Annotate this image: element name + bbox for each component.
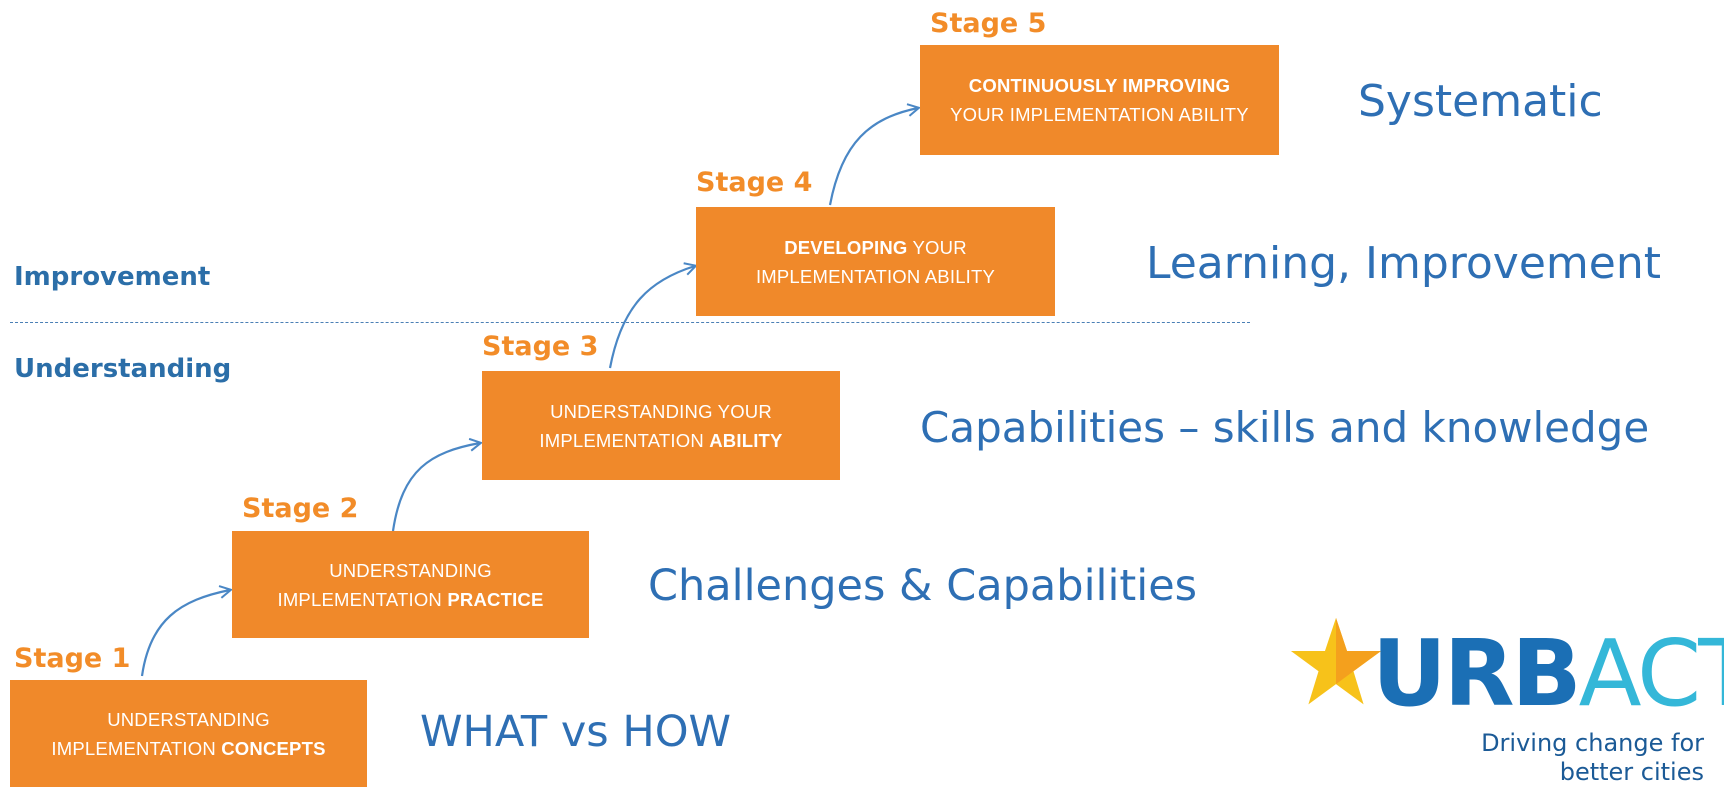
level-label-improvement: Improvement [14, 262, 211, 292]
stage-4-description: Learning, Improvement [1146, 238, 1661, 289]
stage-4-label: Stage 4 [696, 167, 813, 198]
stage-4-line-1-plain: YOUR [907, 236, 967, 258]
stage-1-line-2: IMPLEMENTATION CONCEPTS [51, 734, 325, 763]
stage-2-line-2-bold: PRACTICE [447, 588, 544, 610]
arrow-stage3-to-stage4 [608, 266, 695, 369]
logo-wordmark: URBACT [1372, 628, 1724, 720]
stage-1-line-1: UNDERSTANDING [107, 708, 270, 730]
arrow-stage4-to-stage5 [828, 108, 918, 206]
stage-5-label: Stage 5 [930, 8, 1047, 39]
logo-tagline-line1: Driving change for [1481, 729, 1704, 757]
stage-5-description: Systematic [1358, 76, 1603, 127]
stage-4-line-1: DEVELOPING YOUR [784, 233, 967, 262]
stage-5-box: CONTINUOUSLY IMPROVING YOUR IMPLEMENTATI… [920, 45, 1279, 155]
stage-5-line-1-bold: CONTINUOUSLY IMPROVING [968, 75, 1231, 96]
stage-3-box: UNDERSTANDING YOUR IMPLEMENTATION ABILIT… [482, 371, 840, 480]
stage-1-box: UNDERSTANDING IMPLEMENTATION CONCEPTS [10, 680, 367, 787]
stage-1-line-2-plain: IMPLEMENTATION [51, 737, 222, 759]
stage-3-description: Capabilities – skills and knowledge [920, 403, 1650, 452]
stage-3-line-2: IMPLEMENTATION ABILITY [539, 426, 782, 455]
stage-2-line-2: IMPLEMENTATION PRACTICE [277, 585, 543, 614]
logo-word-part2: ACT [1578, 620, 1724, 727]
level-divider [10, 322, 1250, 323]
stage-5-line-2: YOUR IMPLEMENTATION ABILITY [950, 104, 1249, 125]
stage-4-line-1-bold: DEVELOPING [784, 236, 908, 258]
star-icon [1290, 617, 1382, 705]
level-label-understanding: Understanding [14, 354, 232, 384]
stage-4-box: DEVELOPING YOUR IMPLEMENTATION ABILITY [696, 207, 1055, 316]
stage-1-label: Stage 1 [14, 643, 131, 674]
stage-2-description: Challenges & Capabilities [648, 561, 1198, 611]
stage-4-line-2: IMPLEMENTATION ABILITY [755, 265, 996, 287]
logo-word-part1: URB [1372, 620, 1582, 727]
stage-2-box: UNDERSTANDING IMPLEMENTATION PRACTICE [232, 531, 589, 638]
stage-3-line-2-bold: ABILITY [709, 429, 783, 451]
arrow-stage2-to-stage3 [391, 443, 480, 532]
stage-3-line-1: UNDERSTANDING YOUR [550, 400, 772, 422]
stage-2-line-1: UNDERSTANDING [329, 559, 492, 581]
stage-2-line-2-plain: IMPLEMENTATION [277, 588, 448, 610]
logo-tagline-line2: better cities [1559, 758, 1704, 786]
stage-5-line-1: CONTINUOUSLY IMPROVING [969, 71, 1230, 100]
stage-1-line-2-bold: CONCEPTS [221, 737, 326, 759]
arrow-stage1-to-stage2 [140, 590, 230, 677]
stage-1-description: WHAT vs HOW [420, 707, 732, 757]
urbact-logo: URBACT Driving change for better cities [1290, 610, 1724, 787]
stage-3-label: Stage 3 [482, 331, 599, 362]
stage-2-label: Stage 2 [242, 493, 359, 524]
stage-3-line-2-plain: IMPLEMENTATION [539, 429, 710, 451]
